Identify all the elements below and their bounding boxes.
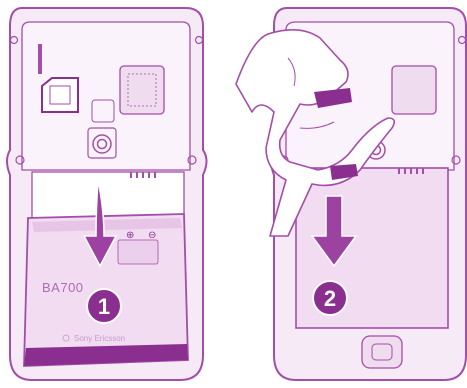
battery-brand-label: Sony Ericsson — [74, 334, 125, 343]
battery-contacts — [130, 172, 156, 178]
fingernail — [314, 88, 352, 108]
phone-inner-shell-1 — [21, 21, 191, 171]
bottom-connector — [361, 335, 403, 369]
panel-step-2: 2 — [235, 7, 467, 381]
finger-crease — [287, 57, 296, 87]
screw-hole — [9, 35, 19, 45]
memory-card-slot — [119, 65, 165, 115]
screw-hole — [451, 155, 461, 165]
arrow-down-icon — [82, 179, 118, 268]
screw-hole — [457, 35, 467, 45]
screw-hole — [15, 155, 25, 165]
bottom-connector-inner — [371, 343, 393, 361]
panel-step-1: ⊕ ⊖ BA700 Sony Ericsson 1 — [6, 7, 208, 381]
side-slot — [38, 44, 42, 74]
sim-slot — [41, 77, 79, 113]
brand-logo — [62, 334, 70, 342]
step-badge-2: 2 — [312, 280, 348, 316]
battery-plus-symbol: ⊕ — [126, 230, 134, 241]
hand-icon — [235, 29, 396, 237]
step-number-1: 1 — [98, 294, 110, 319]
battery-contacts — [398, 168, 424, 174]
fingernail — [330, 164, 358, 180]
step-number-2: 2 — [324, 286, 336, 311]
screw-hole — [194, 35, 204, 45]
camera-bracket — [91, 99, 115, 123]
step-badge-1: 1 — [86, 288, 122, 324]
memory-card-slot-inner — [127, 73, 157, 107]
battery-model-label: BA700 — [42, 280, 84, 295]
memory-card-slot — [391, 65, 437, 115]
sim-slot-detail — [49, 85, 71, 105]
battery-minus-symbol: ⊖ — [148, 230, 156, 241]
screw-hole — [187, 155, 197, 165]
camera-lens-icon — [87, 127, 117, 159]
battery-label-area — [117, 239, 159, 265]
finger-crease — [299, 121, 335, 129]
arrow-down-icon — [310, 195, 358, 268]
